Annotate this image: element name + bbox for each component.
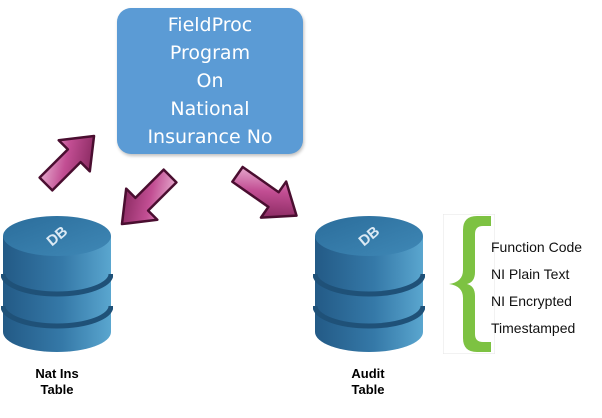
audit-field: NI Plain Text bbox=[491, 266, 570, 282]
label-line: Table bbox=[351, 382, 385, 397]
process-line: Program bbox=[169, 42, 251, 64]
process-line: Insurance No bbox=[147, 126, 273, 148]
label-line: Audit bbox=[351, 366, 385, 381]
audit-field: NI Encrypted bbox=[491, 293, 572, 309]
audit-database-icon: DB bbox=[313, 216, 425, 352]
process-line: FieldProc bbox=[167, 14, 253, 36]
arrow-up-right-icon bbox=[38, 134, 96, 192]
arrow-down-right-icon bbox=[231, 165, 298, 219]
fieldproc-program-box: FieldProc Program On National Insurance … bbox=[117, 8, 303, 154]
audit-field: Function Code bbox=[491, 239, 583, 255]
arrow-down-left-icon bbox=[120, 168, 178, 226]
nat-ins-table-label: Nat Ins Table bbox=[7, 366, 107, 398]
audit-fields-list: Function Code NI Plain Text NI Encrypted… bbox=[491, 234, 582, 342]
label-line: Nat Ins bbox=[35, 366, 79, 381]
curly-brace-icon bbox=[443, 214, 495, 354]
process-line: On bbox=[196, 70, 224, 92]
process-line: National bbox=[170, 98, 250, 120]
label-line: Table bbox=[40, 382, 74, 397]
audit-field: Timestamped bbox=[491, 320, 576, 336]
nat-ins-database-icon: DB bbox=[1, 216, 113, 352]
audit-table-label: Audit Table bbox=[318, 366, 418, 398]
